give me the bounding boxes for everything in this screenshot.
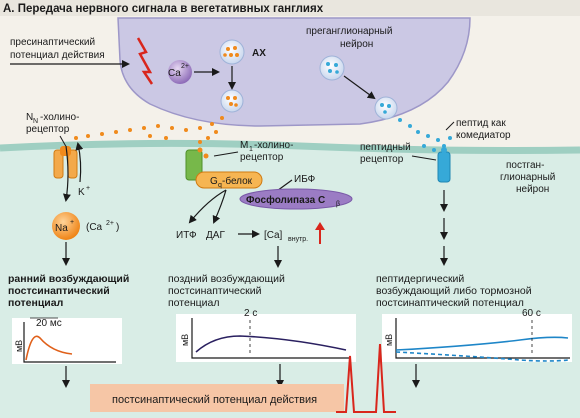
itf-label: ИТФ: [176, 230, 197, 241]
pregang-label-2: нейрон: [340, 39, 373, 50]
presyn-label-1: пресинаптический: [10, 37, 95, 48]
nn-label-sub: N: [33, 118, 38, 125]
postgang-label-2: глионарный: [500, 172, 555, 183]
postgang-label-1: постган-: [506, 160, 544, 171]
sodium-ion-icon: [52, 212, 80, 240]
pep-rec-label-2: рецептор: [360, 154, 404, 165]
fusing-vesicle: [220, 89, 244, 113]
late-potential-3: потенциал: [168, 297, 219, 309]
m1-receptor-icon: [185, 147, 209, 181]
ca-paren-sup: 2+: [106, 220, 114, 227]
nn-label-1: -холино-: [40, 112, 79, 123]
pregang-label-1: преганглионарный: [306, 26, 392, 37]
nn-label-2: рецептор: [26, 124, 70, 135]
pep-potential-1: пептидергический: [376, 273, 464, 285]
increase-icon-head: [315, 222, 325, 230]
na-inflow-arrow: [62, 145, 71, 202]
ca-paren-label: (Ca: [86, 222, 103, 233]
ach-vesicle: [219, 39, 245, 65]
nn-receptor-icon: [53, 146, 78, 179]
ibf-label: ИБФ: [294, 174, 316, 185]
early-potential-1: ранний возбуждающий: [8, 273, 129, 285]
ach-vesicle-content: [223, 46, 239, 57]
gq-end: -белок: [222, 175, 253, 187]
peptide-receptor-icon: [437, 147, 451, 183]
ach-label: АХ: [252, 48, 266, 59]
peptide-fusing-vesicle: [374, 96, 398, 120]
ca-paren-end: ): [116, 222, 119, 233]
postgang-label-3: нейрон: [516, 184, 549, 195]
plc-sub: β: [336, 201, 340, 208]
k-label: K: [78, 187, 85, 198]
gq-sub: q: [218, 182, 222, 189]
dag-arrow: [212, 189, 227, 224]
action-potential-band: [90, 384, 344, 412]
postsynaptic-membrane: [0, 139, 580, 154]
k-sup: +: [86, 185, 90, 192]
pep-axis-label: мВ: [384, 334, 394, 346]
m1-label-1: -холино-: [254, 140, 293, 151]
peptide-co-label-1: пептид как: [456, 118, 506, 129]
plc-enzyme-icon: [239, 188, 353, 210]
peptide-fusing-content: [380, 103, 391, 114]
peptide-co-pointer: [445, 121, 455, 131]
peptide-vesicle: [319, 55, 345, 81]
m1-label-sub: 1: [249, 146, 253, 153]
peptide-vesicle-content: [326, 62, 339, 74]
fusing-vesicle-content: [226, 96, 238, 107]
action-potential-spikes: [336, 343, 396, 413]
presyn-label-2: потенциал действия: [10, 50, 105, 61]
pep-rec-label-1: пептидный: [360, 142, 411, 153]
calcium-ion-icon: [168, 60, 192, 84]
m1-pointer: [213, 151, 239, 157]
dag-label: ДАГ: [206, 230, 225, 241]
m1-label-m: M: [240, 140, 248, 151]
pep-graph: [382, 314, 572, 362]
late-time-label: 2 с: [244, 308, 257, 319]
peptide-vesicle-arrow: [343, 75, 376, 100]
early-graph: [12, 317, 122, 364]
released-ach: [74, 116, 224, 144]
early-time-label: 20 мс: [36, 318, 62, 329]
peptide-co-label-2: комедиатор: [456, 130, 511, 141]
nn-label-n: N: [26, 112, 33, 123]
pep-potential-3: постсинаптический потенциал: [376, 297, 524, 309]
ca-sup: 2+: [181, 63, 189, 70]
late-potential-2: постсинаптический: [168, 285, 262, 297]
plc-label: Фосфолипаза C: [246, 194, 325, 206]
pep-time-label: 60 с: [522, 308, 541, 319]
early-axis-label: мВ: [14, 340, 24, 352]
na-sup: +: [70, 219, 74, 226]
lightning-icon: [136, 37, 154, 85]
m1-label-2: рецептор: [240, 152, 284, 163]
title-bar: [0, 0, 580, 16]
released-peptide: [398, 118, 452, 152]
early-potential-2: постсинаптический: [8, 285, 110, 297]
itf-arrow: [188, 189, 227, 224]
ca-in-label: [Ca]: [264, 230, 283, 241]
late-graph: [176, 314, 356, 362]
action-potential-label: постсинаптический потенциал действия: [112, 394, 317, 406]
early-potential-3: потенциал: [8, 297, 63, 309]
na-label: Na: [55, 223, 68, 234]
pep-rec-pointer: [411, 155, 437, 161]
page-title: А. Передача нервного сигнала в вегетатив…: [3, 3, 324, 15]
ca-label: Ca: [168, 68, 181, 79]
gq-label: G: [210, 176, 218, 187]
k-outflow-arrow: [75, 142, 84, 183]
pep-potential-2: возбуждающий либо тормозной: [376, 285, 532, 297]
late-axis-label: мВ: [180, 334, 190, 346]
gq-protein-icon: [195, 171, 263, 189]
ca-in-sub: внутр.: [288, 236, 308, 243]
late-potential-1: поздний возбуждающий: [168, 273, 285, 285]
